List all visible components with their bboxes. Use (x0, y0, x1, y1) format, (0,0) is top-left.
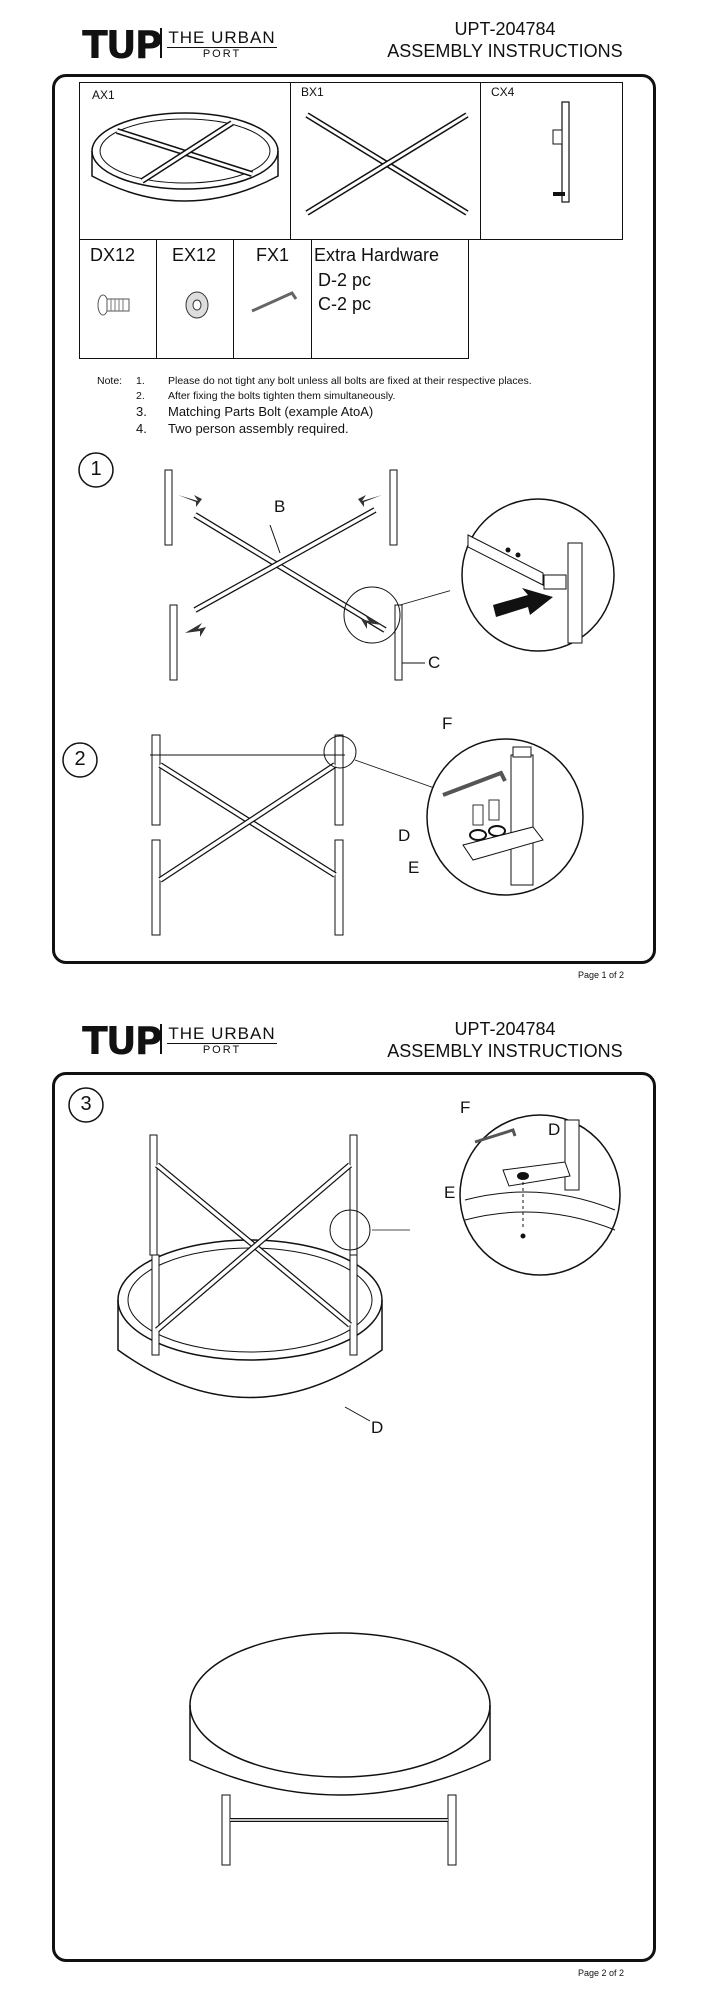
step1-label-c: C (428, 653, 441, 672)
step2-diagram (150, 734, 441, 936)
step2-label-f: F (442, 714, 453, 733)
page2-frame (52, 1072, 656, 1962)
logo-divider (160, 28, 162, 58)
note-text-1: Please do not tight any bolt unless all … (168, 375, 532, 387)
step3-number: 3 (80, 1093, 92, 1115)
note-text-3: Matching Parts Bolt (example AtoA) (168, 404, 374, 419)
finished-table-drawing (189, 1632, 491, 1866)
part-label-bx: BX1 (301, 85, 324, 99)
extra-hardware-line1: D-2 pc (318, 270, 372, 290)
step3-detail-circle (459, 1114, 621, 1276)
step1-detail-circle (461, 498, 615, 652)
brand-name-line1: THE URBAN (168, 28, 276, 47)
step3-label-d-bottom: D (371, 1418, 384, 1437)
part-bx-crossbar-drawing (305, 112, 469, 216)
step3-number-circle (68, 1087, 104, 1123)
page2-number: Page 2 of 2 (578, 1968, 625, 1978)
extra-hardware-line2: C-2 pc (318, 294, 372, 314)
note-text-2: After fixing the bolts tighten them simu… (168, 390, 396, 402)
step2-detail-circle (426, 738, 584, 896)
part-label-ex: EX12 (172, 245, 217, 265)
step1-label-b: B (274, 497, 286, 516)
doc-code: UPT-204784 (454, 19, 556, 39)
extra-hardware-title: Extra Hardware (314, 245, 440, 265)
brand-name-line1-p2: THE URBAN (168, 1024, 276, 1043)
part-label-ax: AX1 (92, 88, 115, 102)
brand-name-p2: THE URBAN PORT (167, 1025, 277, 1056)
step3-label-e: E (444, 1183, 456, 1202)
part-dx-bolt-drawing (97, 294, 130, 316)
step2-label-d: D (398, 826, 411, 845)
step1-number-circle (78, 452, 114, 488)
part-ex-washer-drawing (185, 291, 209, 319)
brand-logo: TUP (82, 23, 163, 67)
doc-header-p2: UPT-204784 ASSEMBLY INSTRUCTIONS (370, 1018, 640, 1062)
note-num-1: 1. (136, 375, 145, 387)
step2-label-e: E (408, 858, 420, 877)
step1-diagram (164, 469, 450, 681)
brand-name: THE URBAN PORT (167, 29, 277, 60)
step3-label-d-top: D (548, 1120, 561, 1139)
logo-text: TUP (82, 23, 163, 67)
note-text-4: Two person assembly required. (168, 421, 349, 436)
brand-name-line2: PORT (167, 47, 277, 60)
note-num-2: 2. (136, 390, 145, 402)
page1-frame (52, 74, 656, 964)
note-num-4: 4. (136, 421, 147, 436)
page1-number: Page 1 of 2 (578, 970, 625, 980)
part-cx-leg-drawing (552, 101, 570, 203)
part-label-dx: DX12 (90, 245, 136, 265)
part-cell-cx: CX4 (480, 82, 623, 240)
doc-header: UPT-204784 ASSEMBLY INSTRUCTIONS (370, 18, 640, 62)
step2-number: 2 (74, 748, 86, 770)
part-label-fx: FX1 (256, 245, 290, 265)
logo-text-p2: TUP (82, 1019, 163, 1063)
part-fx-allen-key-drawing (251, 291, 298, 313)
logo-divider-p2 (160, 1024, 162, 1054)
extra-hardware-cell: Extra Hardware D-2 pc C-2 pc (311, 239, 469, 359)
step3-label-f: F (460, 1098, 471, 1117)
doc-title: ASSEMBLY INSTRUCTIONS (387, 41, 623, 61)
step3-diagram (117, 1134, 410, 1422)
step1-number: 1 (90, 458, 102, 480)
doc-code-p2: UPT-204784 (454, 1019, 556, 1039)
note-num-3: 3. (136, 404, 147, 419)
notes-prefix: Note: (97, 375, 123, 387)
brand-logo-p2: TUP (82, 1019, 163, 1063)
brand-name-line2-p2: PORT (167, 1043, 277, 1056)
part-ax-tray-drawing (91, 112, 279, 202)
doc-title-p2: ASSEMBLY INSTRUCTIONS (387, 1041, 623, 1061)
step2-number-circle (62, 742, 98, 778)
part-label-cx: CX4 (491, 85, 515, 99)
